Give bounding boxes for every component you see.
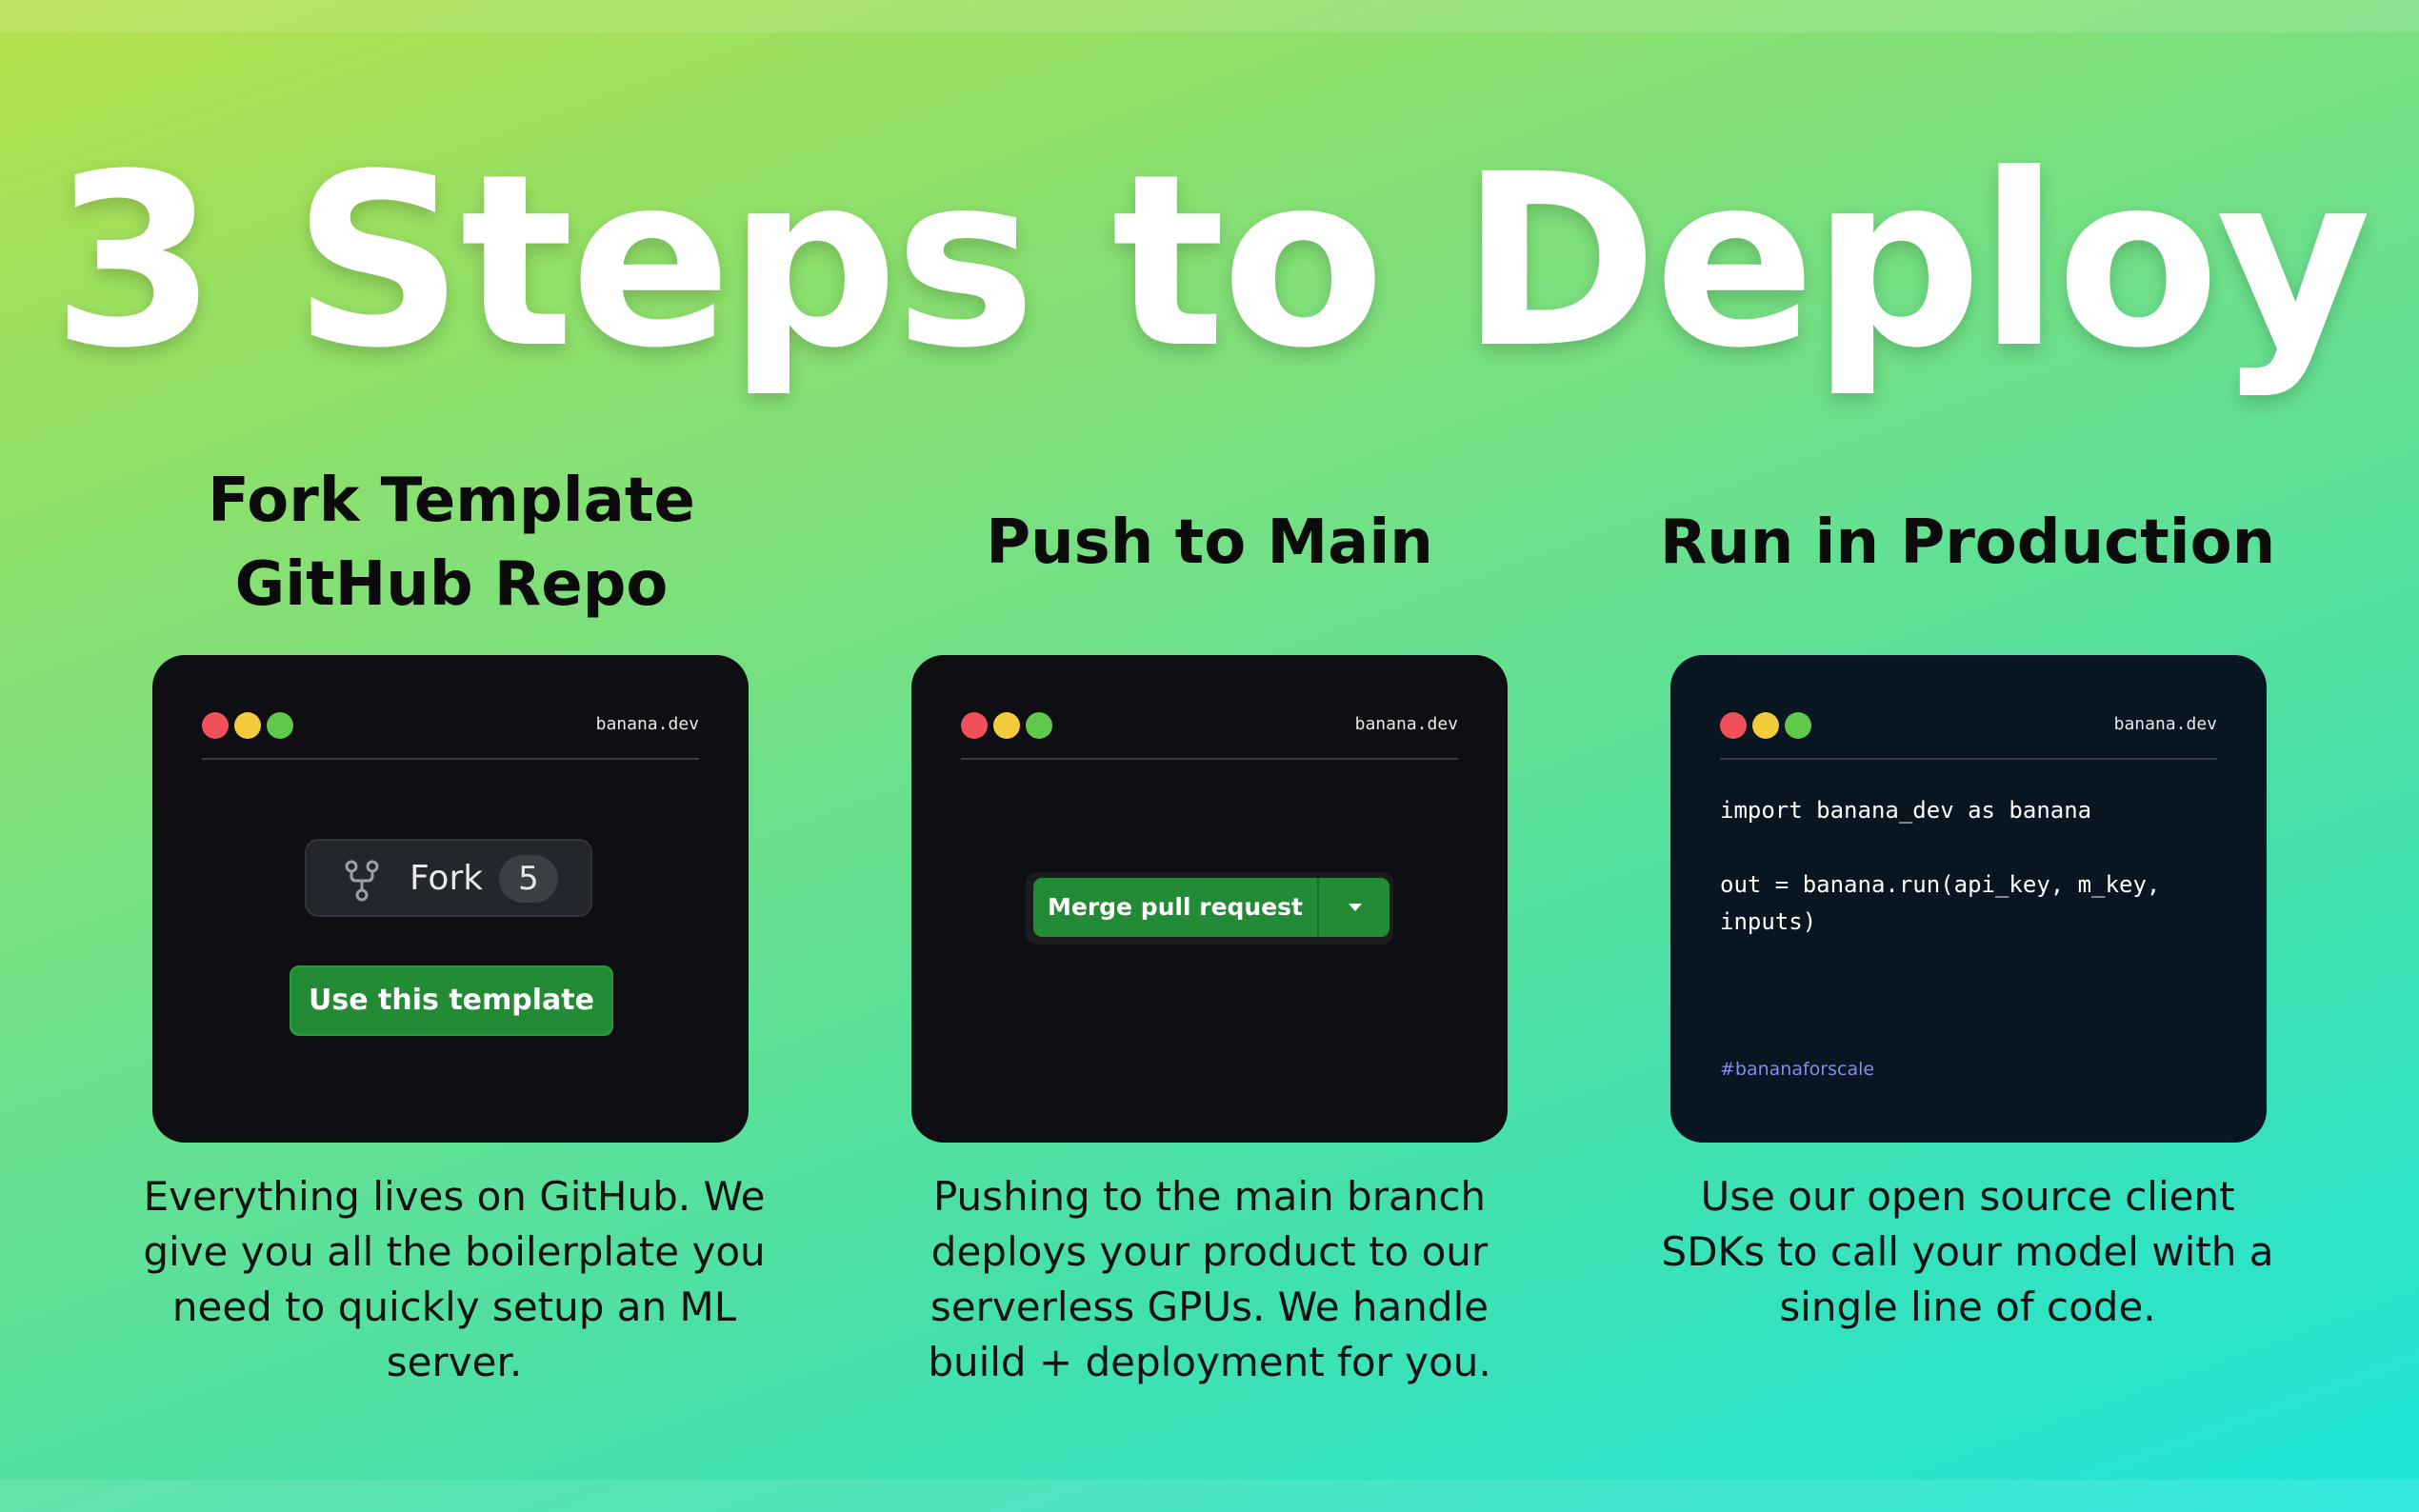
fork-count-badge: 5 xyxy=(499,855,558,903)
caret-down-icon[interactable] xyxy=(1317,878,1389,937)
window-controls xyxy=(202,712,293,739)
page-headline: 3 Steps to Deploy xyxy=(51,123,2371,400)
close-dot xyxy=(961,712,988,739)
minimize-dot xyxy=(234,712,261,739)
window-divider xyxy=(961,758,1458,760)
top-band xyxy=(0,0,2419,32)
close-dot xyxy=(202,712,229,739)
code-line-import: import banana_dev as banana xyxy=(1720,797,2092,824)
window-controls xyxy=(1720,712,1811,739)
step-1-title-line-2: GitHub Repo xyxy=(234,549,669,620)
step-3-description: Use our open source client SDKs to call … xyxy=(1661,1173,2274,1330)
fork-button[interactable]: Fork 5 xyxy=(305,839,592,917)
merge-pull-request-button[interactable]: Merge pull request xyxy=(1033,878,1317,937)
window-divider xyxy=(1720,758,2217,760)
step-1-description: Everything lives on GitHub. We give you … xyxy=(143,1173,766,1385)
minimize-dot xyxy=(993,712,1020,739)
window-controls xyxy=(961,712,1052,739)
minimize-dot xyxy=(1752,712,1779,739)
step-2-description: Pushing to the main branch deploys your … xyxy=(928,1173,1491,1385)
maximize-dot xyxy=(1026,712,1052,739)
hashtag: #bananaforscale xyxy=(1720,1059,1875,1080)
step-1-title: Fork Template GitHub Repo xyxy=(70,459,832,627)
maximize-dot xyxy=(267,712,293,739)
step-2-window: banana.dev Merge pull request xyxy=(911,655,1508,1143)
window-url: banana.dev xyxy=(1354,714,1458,734)
bottom-band xyxy=(0,1480,2419,1512)
fork-icon xyxy=(345,860,379,902)
window-url: banana.dev xyxy=(2113,714,2217,734)
code-line-inputs: inputs) xyxy=(1720,908,1817,935)
step-2-title: Push to Main xyxy=(986,507,1433,578)
fork-label: Fork xyxy=(410,859,484,898)
close-dot xyxy=(1720,712,1747,739)
step-1-window: banana.dev Fork 5 Use this template xyxy=(152,655,749,1143)
window-url: banana.dev xyxy=(595,714,699,734)
use-template-button[interactable]: Use this template xyxy=(290,965,613,1036)
code-line-run: out = banana.run(api_key, m_key, xyxy=(1720,871,2161,898)
merge-button-group: Merge pull request xyxy=(1026,872,1393,945)
maximize-dot xyxy=(1785,712,1811,739)
step-3-title: Run in Production xyxy=(1659,507,2276,578)
window-divider xyxy=(202,758,699,760)
step-3-window: banana.dev import banana_dev as banana o… xyxy=(1670,655,2267,1143)
step-1-title-line-1: Fork Template xyxy=(208,466,695,536)
